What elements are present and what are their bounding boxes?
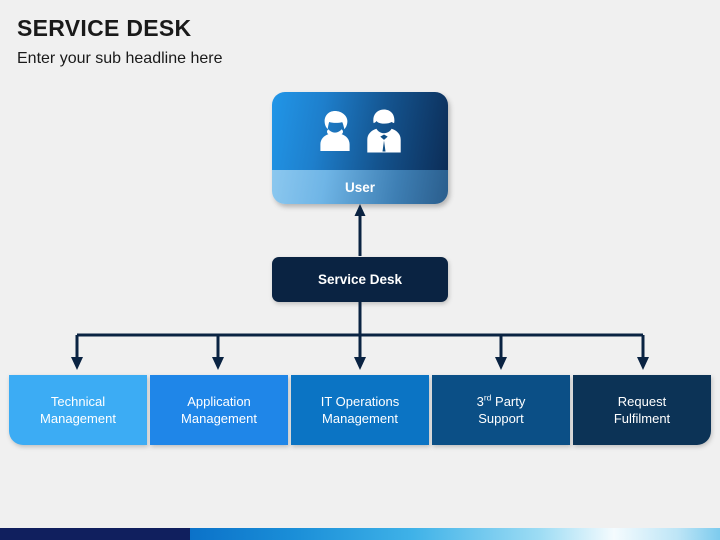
footer-bar-gradient-segment [190,528,720,540]
node-it-operations-management-label: IT Operations Management [321,393,400,427]
node-it-operations-management[interactable]: IT Operations Management [291,375,429,445]
leaf-row: Technical Management Application Managem… [9,375,711,445]
page-subtitle: Enter your sub headline here [17,50,223,67]
node-service-desk[interactable]: Service Desk [272,257,448,302]
arrowhead-down-1 [71,357,83,370]
node-third-party-support-label: 3rd Party Support [477,393,526,427]
leaf-line-1-base: 3 [476,394,484,409]
arrowhead-down-2 [212,357,224,370]
leaf-line-2: Management [181,411,257,426]
person-male-icon [364,107,404,155]
node-request-fulfilment-label: Request Fulfilment [614,393,670,427]
footer-bar-navy-segment [0,528,190,540]
user-illustration [272,92,448,170]
node-user[interactable]: User [272,92,448,204]
arrowhead-down-5 [637,357,649,370]
leaf-line-2: Management [40,411,116,426]
node-user-label: User [344,179,376,195]
node-service-desk-label: Service Desk [317,272,403,287]
node-application-management[interactable]: Application Management [150,375,288,445]
person-female-icon [316,108,354,154]
arrowhead-down-4 [495,357,507,370]
node-user-label-band: User [272,170,448,204]
leaf-line-1: IT Operations [320,394,400,409]
leaf-line-1-rest: Party [491,394,526,409]
node-third-party-support[interactable]: 3rd Party Support [432,375,570,445]
node-technical-management-label: Technical Management [40,393,116,427]
leaf-line-1: Technical [50,394,106,409]
node-request-fulfilment[interactable]: Request Fulfilment [573,375,711,445]
leaf-line-1: Request [617,394,667,409]
leaf-line-2: Management [322,411,398,426]
leaf-line-2: Fulfilment [613,411,671,426]
leaf-line-1: Application [187,394,251,409]
node-technical-management[interactable]: Technical Management [9,375,147,445]
arrowhead-up-user [354,204,366,216]
ordinal-suffix: rd [483,392,492,403]
leaf-line-2: Support [478,411,524,426]
page-title: SERVICE DESK [17,15,192,41]
footer-bar [0,528,720,540]
node-application-management-label: Application Management [181,393,257,427]
arrowhead-down-3 [354,357,366,370]
